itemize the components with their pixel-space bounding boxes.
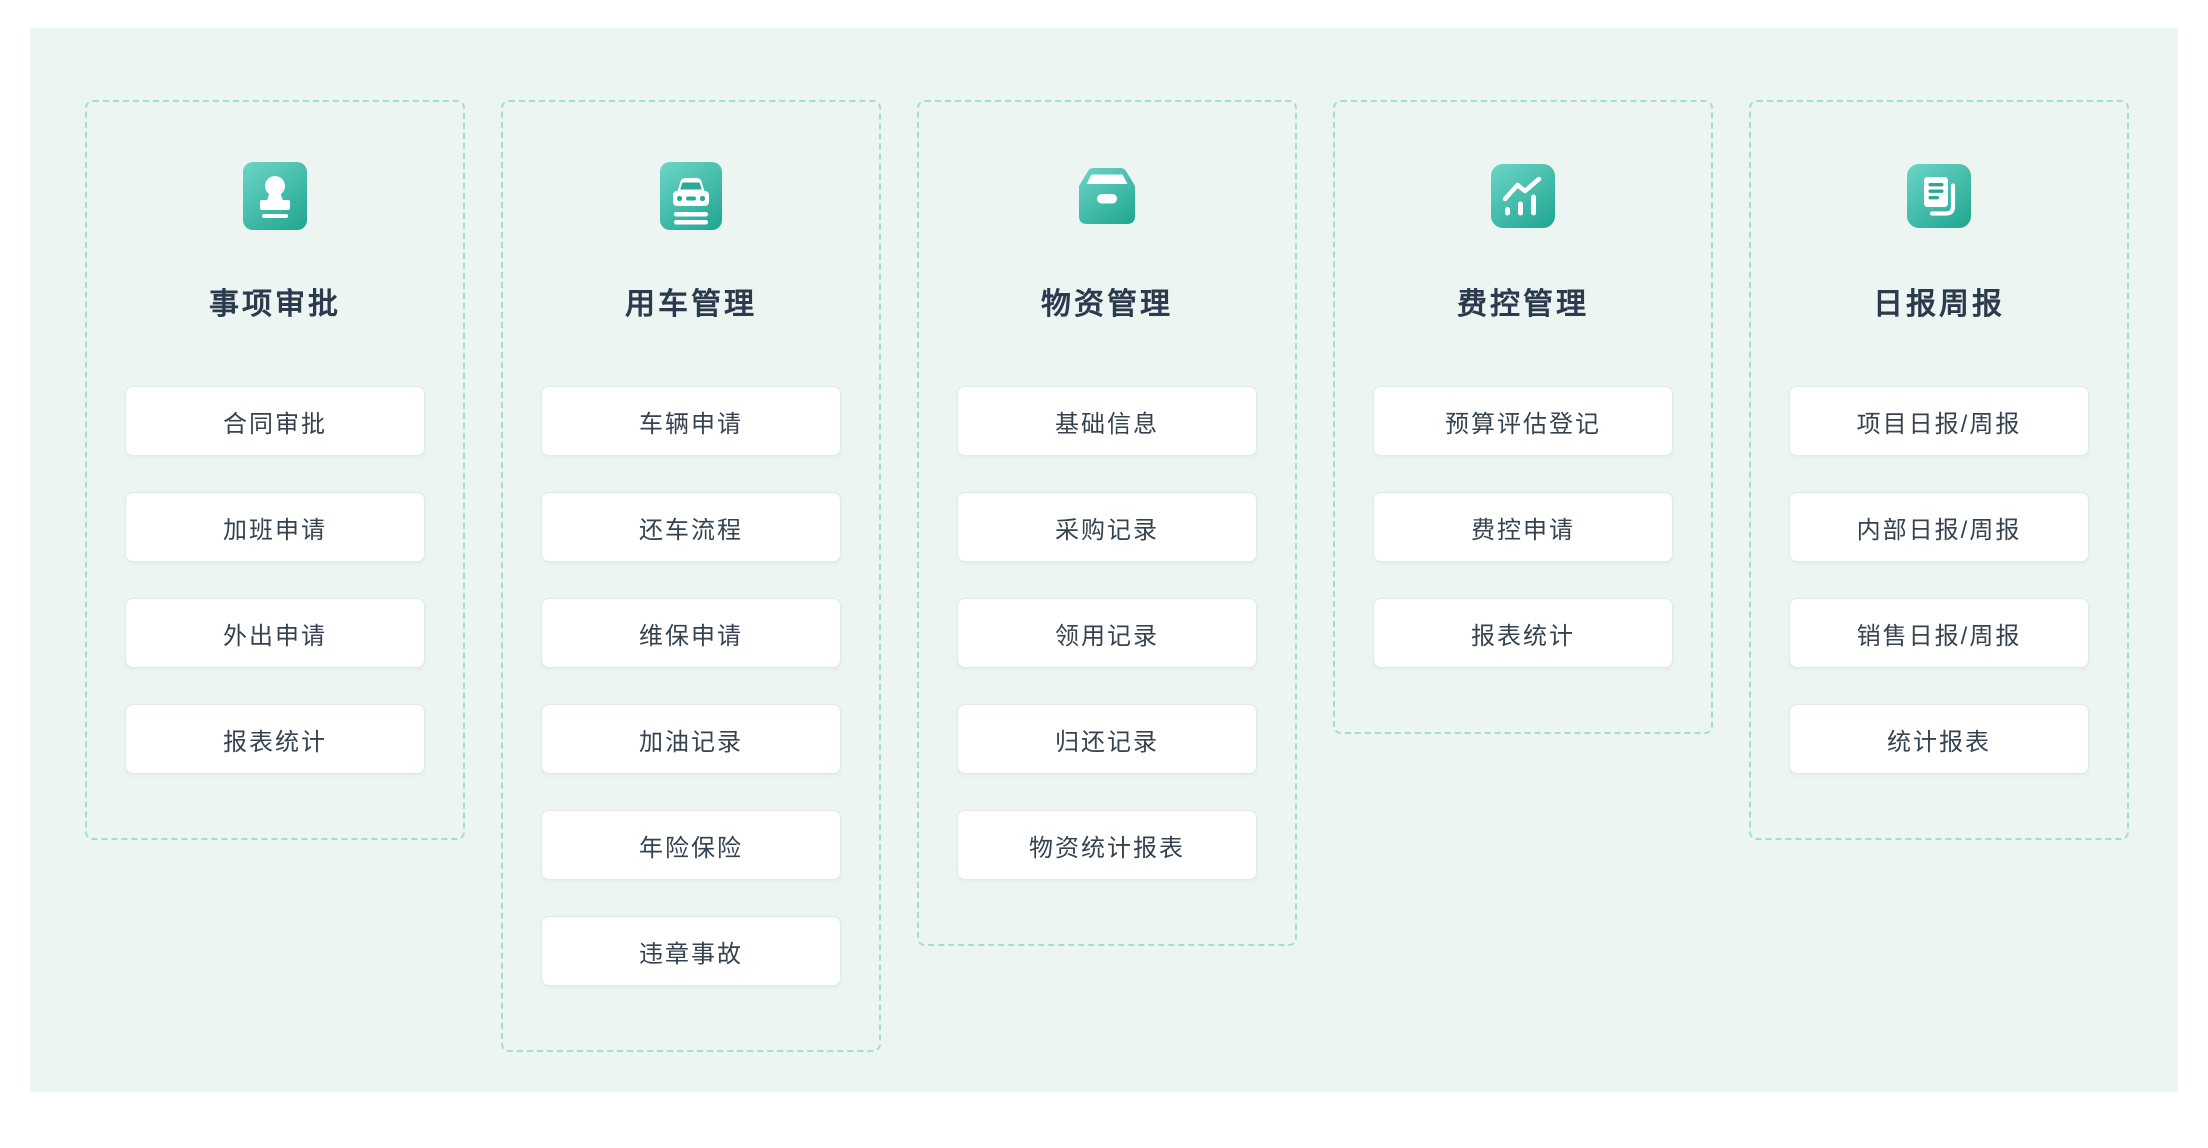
- item-card[interactable]: 费控申请: [1373, 492, 1673, 562]
- item-card[interactable]: 内部日报/周报: [1789, 492, 2089, 562]
- section-title: 物资管理: [1041, 288, 1173, 321]
- section-materials: 物资管理 基础信息 采购记录 领用记录 归还记录 物资统计报表: [917, 100, 1297, 946]
- item-card[interactable]: 外出申请: [125, 598, 425, 668]
- item-card[interactable]: 统计报表: [1789, 704, 2089, 774]
- section-approval: 事项审批 合同审批 加班申请 外出申请 报表统计: [85, 100, 465, 840]
- car-icon: [660, 162, 722, 230]
- report-icon: [1907, 162, 1971, 230]
- item-card[interactable]: 报表统计: [1373, 598, 1673, 668]
- section-vehicle: 用车管理 车辆申请 还车流程 维保申请 加油记录 年险保险 违章事故: [501, 100, 881, 1052]
- item-card[interactable]: 车辆申请: [541, 386, 841, 456]
- stamp-icon: [243, 162, 307, 230]
- feature-map-canvas: 事项审批 合同审批 加班申请 外出申请 报表统计: [30, 28, 2178, 1092]
- item-card[interactable]: 预算评估登记: [1373, 386, 1673, 456]
- item-list: 项目日报/周报 内部日报/周报 销售日报/周报 统计报表: [1789, 386, 2089, 774]
- item-card[interactable]: 加班申请: [125, 492, 425, 562]
- item-card[interactable]: 年险保险: [541, 810, 841, 880]
- item-card[interactable]: 项目日报/周报: [1789, 386, 2089, 456]
- item-card[interactable]: 维保申请: [541, 598, 841, 668]
- item-card[interactable]: 领用记录: [957, 598, 1257, 668]
- item-card[interactable]: 报表统计: [125, 704, 425, 774]
- section-expense: 费控管理 预算评估登记 费控申请 报表统计: [1333, 100, 1713, 734]
- section-reports: 日报周报 项目日报/周报 内部日报/周报 销售日报/周报 统计报表: [1749, 100, 2129, 840]
- item-card[interactable]: 违章事故: [541, 916, 841, 986]
- section-title: 费控管理: [1457, 288, 1589, 321]
- item-list: 预算评估登记 费控申请 报表统计: [1373, 386, 1673, 668]
- item-card[interactable]: 合同审批: [125, 386, 425, 456]
- section-title: 事项审批: [209, 288, 341, 321]
- item-card[interactable]: 加油记录: [541, 704, 841, 774]
- item-card[interactable]: 采购记录: [957, 492, 1257, 562]
- item-card[interactable]: 物资统计报表: [957, 810, 1257, 880]
- storage-box-icon: [1071, 162, 1143, 230]
- feature-columns: 事项审批 合同审批 加班申请 外出申请 报表统计: [30, 28, 2178, 1052]
- item-card[interactable]: 基础信息: [957, 386, 1257, 456]
- item-card[interactable]: 归还记录: [957, 704, 1257, 774]
- item-card[interactable]: 还车流程: [541, 492, 841, 562]
- item-list: 合同审批 加班申请 外出申请 报表统计: [125, 386, 425, 774]
- chart-icon: [1491, 162, 1555, 230]
- section-title: 用车管理: [625, 288, 757, 321]
- section-title: 日报周报: [1873, 288, 2005, 321]
- item-card[interactable]: 销售日报/周报: [1789, 598, 2089, 668]
- item-list: 基础信息 采购记录 领用记录 归还记录 物资统计报表: [957, 386, 1257, 880]
- item-list: 车辆申请 还车流程 维保申请 加油记录 年险保险 违章事故: [541, 386, 841, 986]
